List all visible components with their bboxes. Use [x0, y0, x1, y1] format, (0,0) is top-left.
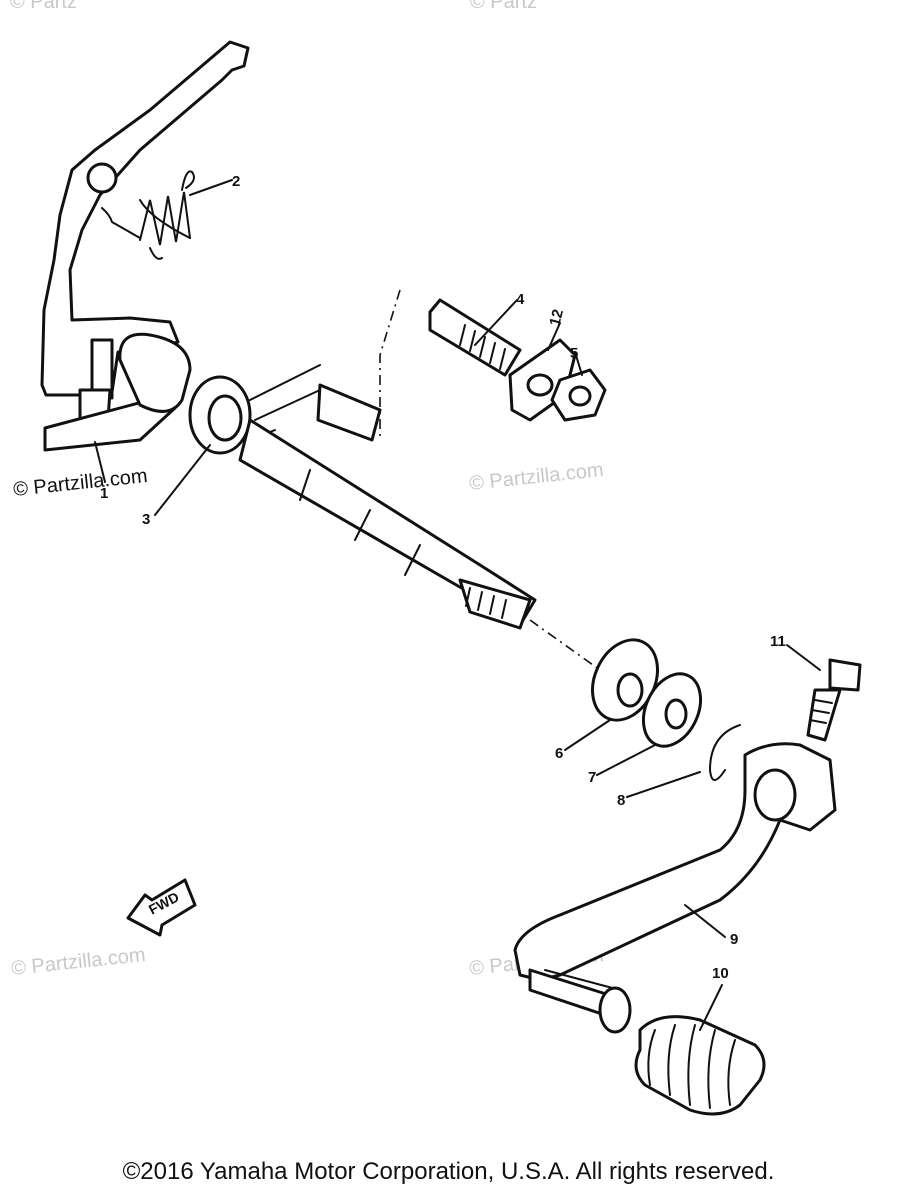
- watermark-top-left: © Partz: [10, 0, 77, 13]
- washer-part-7: [641, 672, 703, 748]
- callout-8: 8: [617, 792, 625, 809]
- callout-5: 5: [570, 345, 578, 362]
- callout-1: 1: [100, 485, 108, 502]
- watermark-bottom-left: © Partzilla.com: [10, 944, 146, 980]
- pedal-rubber-part-10: [528, 968, 766, 1116]
- return-spring-part-2: [101, 170, 195, 260]
- stud-bolt-part-4: [428, 298, 522, 377]
- callout-6: 6: [555, 745, 563, 762]
- watermark-top-center: © Partz: [470, 0, 537, 13]
- nut-part-5: [550, 368, 607, 422]
- lock-plate-part-12: [508, 338, 577, 422]
- shift-pedal-part-9: [513, 742, 837, 991]
- callout-11: 11: [770, 633, 786, 650]
- watermark-center: © Partzilla.com: [468, 459, 604, 495]
- callout-12: 12: [546, 307, 567, 328]
- copyright-notice: ©2016 Yamaha Motor Corporation, U.S.A. A…: [122, 1158, 775, 1185]
- leader-lines: [94, 179, 821, 1031]
- callout-9: 9: [730, 931, 738, 948]
- circlip-part-8: [708, 724, 741, 781]
- pinch-bolt-part-11: [806, 658, 862, 742]
- callout-2: 2: [232, 173, 240, 190]
- alignment-line-shaft: [529, 619, 601, 671]
- shift-shaft-part-3: [118, 332, 537, 630]
- alignment-line-upper: [379, 289, 401, 440]
- callout-10: 10: [712, 965, 729, 982]
- callout-7: 7: [588, 769, 596, 786]
- forward-direction-arrow: FWD: [126, 878, 197, 937]
- watermark-left-main: © Partzilla.com: [12, 465, 148, 501]
- callout-3: 3: [142, 511, 150, 528]
- callout-4: 4: [516, 291, 525, 308]
